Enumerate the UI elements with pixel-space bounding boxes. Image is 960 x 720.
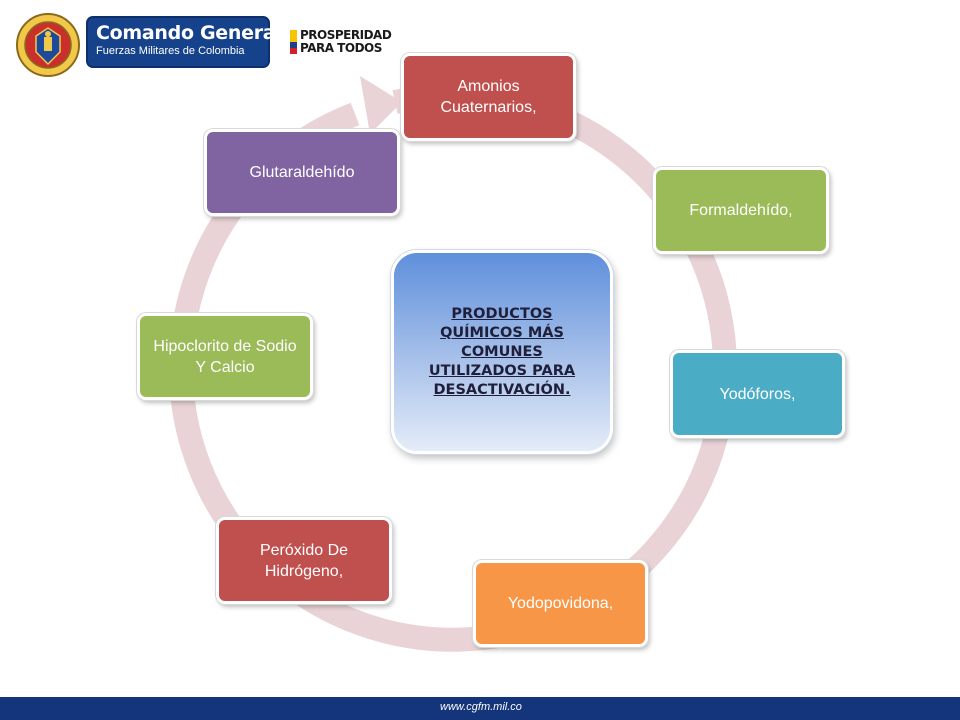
node-formaldehido-label: Formaldehído, (689, 202, 793, 219)
node-yodopovidona-label: Yodopovidona, (507, 595, 614, 612)
node-hipoclorito: Hipoclorito de Sodio Y Calcio (137, 313, 313, 400)
node-yodopovidona: Yodopovidona, (473, 560, 648, 647)
node-formaldehido: Formaldehído, (653, 167, 829, 254)
node-peroxido-label: Peróxido De Hidrógeno, (259, 541, 349, 580)
prosperidad-logo: PROSPERIDAD PARA TODOS (290, 26, 400, 60)
node-glutaraldehido-label: Glutaraldehído (249, 164, 355, 181)
brand-title: Comando General (96, 22, 282, 44)
node-peroxido: Peróxido De Hidrógeno, (216, 517, 392, 604)
brand-subtitle: Fuerzas Militares de Colombia (96, 45, 245, 57)
node-amonios-label: Amonios Cuaternarios, (440, 78, 537, 116)
footer-url[interactable]: www.cgfm.mil.co (440, 701, 522, 713)
center-label: PRODUCTOS QUÍMICOS MÁS COMUNES UTILIZADO… (428, 305, 576, 398)
cycle-arrowhead-icon (360, 76, 402, 134)
slogan-line2: PARA TODOS (300, 41, 382, 55)
brand-logo: Comando General Fuerzas Militares de Col… (86, 16, 282, 68)
colombia-flag-icon (290, 30, 297, 54)
node-yodoforos-label: Yodóforos, (719, 385, 796, 403)
military-seal-icon (15, 12, 81, 78)
footer-bar: www.cgfm.mil.co (0, 697, 960, 720)
node-yodoforos: Yodóforos, (670, 350, 845, 438)
node-hipoclorito-label: Hipoclorito de Sodio Y Calcio (153, 337, 297, 376)
slogan-line1: PROSPERIDAD (300, 28, 392, 42)
center-box: PRODUCTOS QUÍMICOS MÁS COMUNES UTILIZADO… (391, 250, 613, 454)
node-amonios: Amonios Cuaternarios, (401, 53, 576, 141)
node-glutaraldehido: Glutaraldehído (204, 129, 400, 216)
